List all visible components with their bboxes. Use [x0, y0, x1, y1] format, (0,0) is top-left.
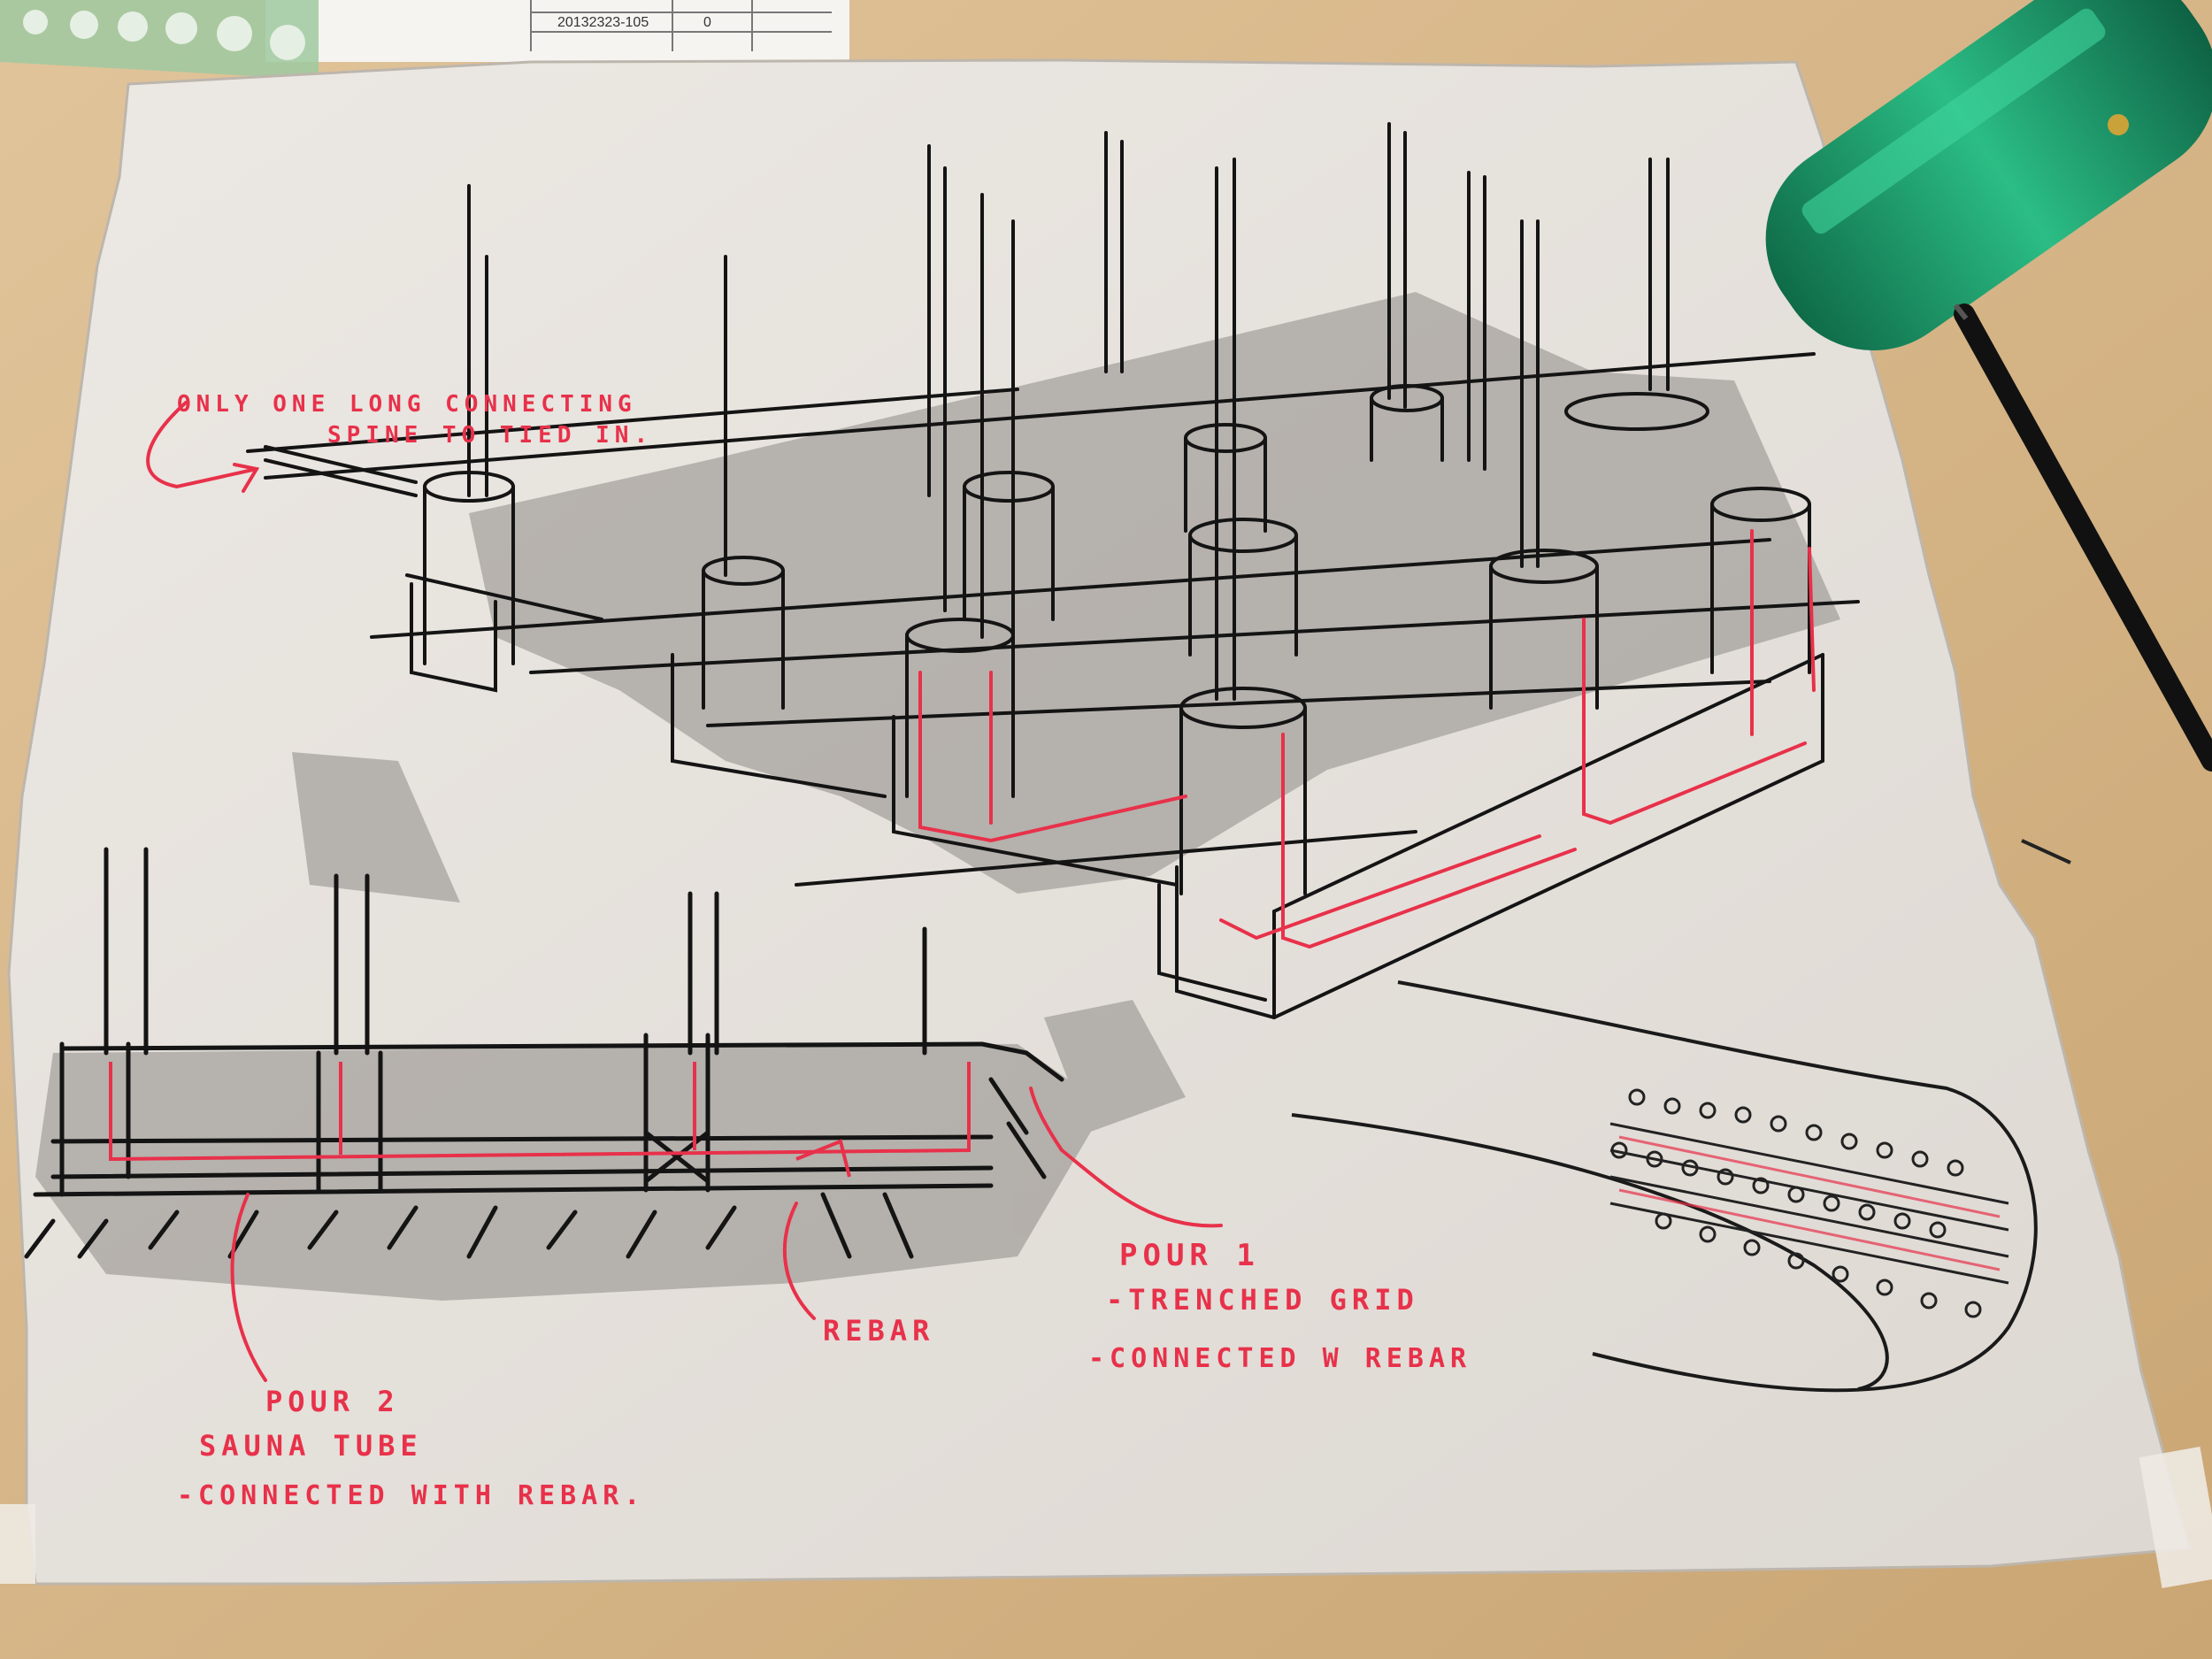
title-block-number: 20132323-105 [557, 15, 649, 30]
desk-mark [2021, 839, 2071, 864]
pour2-title: POUR 2 [265, 1385, 400, 1418]
pour1-title: POUR 1 [1119, 1238, 1260, 1273]
pour1-line1: -TRENCHED GRID [1106, 1283, 1419, 1317]
pen-icon [1953, 303, 2212, 772]
tape-bottom-right [2139, 1447, 2212, 1588]
pour2-line2: -CONNECTED WITH REBAR. [177, 1480, 645, 1511]
spine-note-line2: SPINE TO TIED IN. [327, 422, 653, 449]
spine-note-line1: ONLY ONE LONG CONNECTING [177, 391, 637, 418]
annotations: ONLY ONE LONG CONNECTING SPINE TO TIED I… [177, 391, 1471, 1511]
rebar-label: REBAR [823, 1314, 934, 1348]
section-view-sketch [24, 847, 1064, 1259]
grid-plan-sketch [1291, 980, 2038, 1393]
isometric-foundation-sketch [246, 122, 1860, 1020]
pour1-line2: -CONNECTED W REBAR [1088, 1343, 1471, 1374]
annotation-leaders [146, 401, 1223, 1382]
pour2-line1: SAUNA TUBE [199, 1429, 423, 1463]
section-rebar-red [109, 1062, 971, 1178]
tape-bottom-left [0, 1504, 35, 1584]
stencil-template-icon [0, 0, 319, 80]
isometric-rebar-red [918, 529, 1816, 949]
title-block-value: 0 [703, 15, 711, 30]
title-block-sheet: 20132323-105 0 [265, 0, 849, 62]
pencil-case-icon [1765, 0, 2212, 351]
